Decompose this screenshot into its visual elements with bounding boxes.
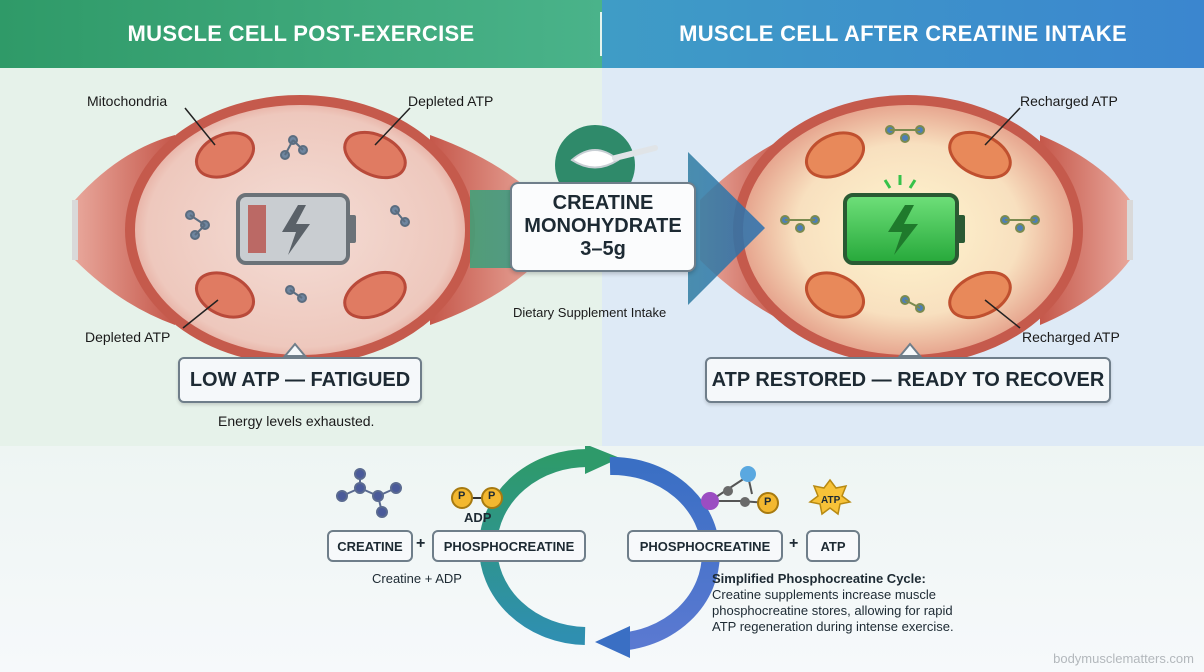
phosphocreatine-molecule-icon bbox=[701, 466, 779, 514]
right-status-text: ATP RESTORED — READY TO RECOVER bbox=[711, 368, 1105, 391]
right-leader-lines bbox=[984, 107, 1021, 329]
creatine-line1: CREATINE bbox=[552, 192, 654, 214]
header-left-title: MUSCLE CELL POST-EXERCISE bbox=[127, 21, 475, 46]
atp-pill-text: ATP bbox=[820, 538, 846, 554]
atp-star-icon bbox=[808, 478, 852, 516]
watermark: bodymusclematters.com bbox=[1053, 651, 1194, 666]
left-molecules bbox=[185, 135, 410, 303]
header-right: MUSCLE CELL AFTER CREATINE INTAKE bbox=[602, 0, 1204, 68]
adp-label: ADP bbox=[464, 510, 492, 525]
phosphocreatine-pill-left: PHOSPHOCREATINE bbox=[432, 530, 586, 562]
right-molecules bbox=[780, 125, 1040, 313]
cycle-left-caption: Creatine + ADP bbox=[372, 571, 462, 586]
creatine-pill-text: CREATINE bbox=[337, 538, 403, 554]
cycle-arrowhead-top bbox=[585, 446, 620, 474]
label-recharged-atp-bottom: Recharged ATP bbox=[1022, 329, 1120, 345]
phosphocreatine-pill-right: PHOSPHOCREATINE bbox=[627, 530, 783, 562]
right-status-box: ATP RESTORED — READY TO RECOVER bbox=[705, 357, 1111, 403]
left-caption: Energy levels exhausted. bbox=[218, 413, 375, 429]
cycle-note-title: Simplified Phosphocreatine Cycle: bbox=[712, 571, 926, 586]
label-recharged-atp-top: Recharged ATP bbox=[1020, 93, 1118, 109]
right-mitochondria-group bbox=[805, 130, 1012, 320]
cycle-note-line2: phosphocreatine stores, allowing for rap… bbox=[712, 603, 953, 618]
left-battery-depleted-icon bbox=[236, 193, 356, 265]
cycle-note-line1: Creatine supplements increase muscle bbox=[712, 587, 936, 602]
adp-p2-label: P bbox=[488, 490, 496, 502]
adp-p1-label: P bbox=[458, 490, 466, 502]
left-status-box: LOW ATP — FATIGUED bbox=[178, 357, 422, 403]
cycle-illustration bbox=[336, 446, 852, 658]
creatine-supplement-box: CREATINE MONOHYDRATE 3–5g bbox=[510, 182, 696, 272]
creatine-molecule-icon bbox=[336, 468, 402, 518]
atp-star-label: ATP bbox=[821, 495, 841, 506]
left-status-pointer bbox=[282, 342, 308, 357]
atp-pill: ATP bbox=[806, 530, 860, 562]
label-mitochondria: Mitochondria bbox=[87, 93, 168, 109]
creatine-line2: MONOHYDRATE bbox=[524, 215, 682, 237]
cycle-note-line3: ATP regeneration during intense exercise… bbox=[712, 619, 954, 634]
cycle-note: Simplified Phosphocreatine Cycle: Creati… bbox=[712, 571, 954, 635]
creatine-dose: 3–5g bbox=[580, 238, 626, 260]
header-divider bbox=[600, 12, 602, 56]
right-status-pointer bbox=[897, 342, 923, 357]
creatine-pill: CREATINE bbox=[327, 530, 413, 562]
left-status-text: LOW ATP — FATIGUED bbox=[189, 368, 411, 391]
plus-sign-right: + bbox=[789, 535, 799, 552]
phosphocreatine-p-label: P bbox=[764, 496, 772, 508]
label-depleted-atp-bottom: Depleted ATP bbox=[85, 329, 171, 345]
adp-phosphate-icon bbox=[451, 487, 503, 509]
label-depleted-atp-top: Depleted ATP bbox=[408, 93, 494, 109]
cycle-arrowhead-bottom bbox=[595, 626, 630, 658]
phosphocreatine-pill-left-text: PHOSPHOCREATINE bbox=[443, 538, 575, 554]
plus-sign-left: + bbox=[416, 535, 426, 552]
header-left: MUSCLE CELL POST-EXERCISE bbox=[0, 0, 602, 68]
right-battery-full-icon bbox=[843, 175, 965, 265]
left-leader-lines bbox=[182, 107, 411, 329]
bottom-panel-background bbox=[0, 446, 1204, 672]
left-mitochondria-group bbox=[195, 130, 407, 320]
header-right-title: MUSCLE CELL AFTER CREATINE INTAKE bbox=[679, 21, 1127, 46]
phosphocreatine-pill-right-text: PHOSPHOCREATINE bbox=[639, 538, 771, 554]
supplement-caption: Dietary Supplement Intake bbox=[513, 305, 667, 320]
